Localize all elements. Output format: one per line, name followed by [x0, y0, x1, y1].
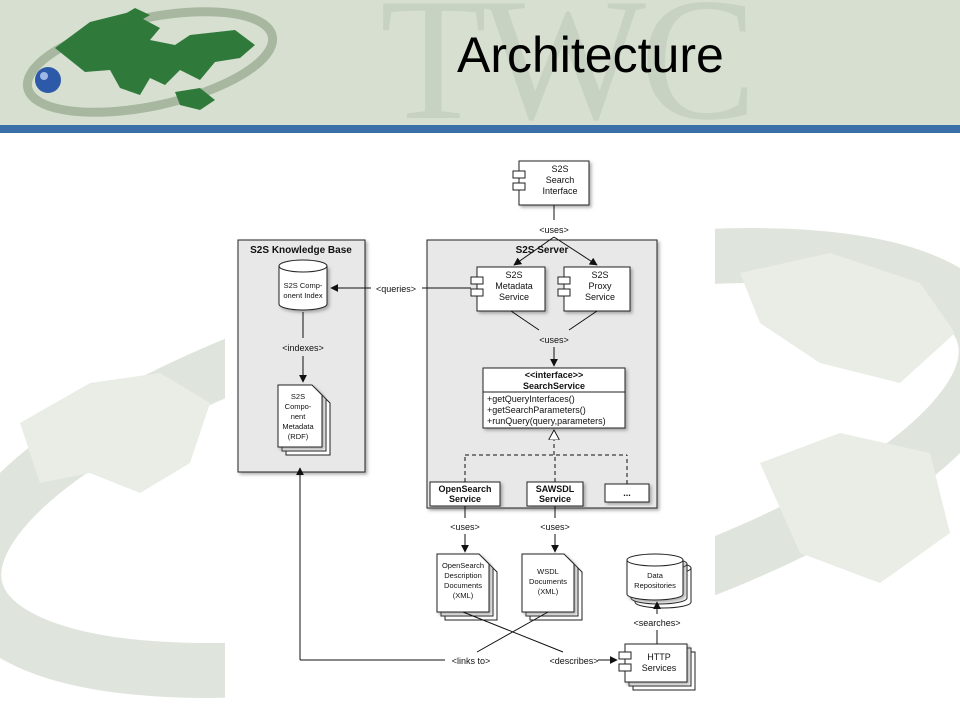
http-services-line-1: HTTP — [647, 652, 671, 662]
component-metadata-line-3: nent — [291, 412, 307, 421]
label-queries: <queries> — [376, 284, 416, 294]
header-rule — [0, 125, 960, 133]
http-services-line-2: Services — [642, 663, 677, 673]
server-title: S2S Server — [516, 245, 569, 256]
more-implementations-class: ... — [604, 483, 650, 503]
opensearch-docs-line-4: (XML) — [453, 591, 474, 600]
component-index-line-1: S2S Comp- — [284, 281, 323, 290]
label-describes: <describes> — [549, 656, 598, 666]
wsdl-docs-line-3: (XML) — [538, 587, 559, 596]
opensearch-docs-line-3: Documents — [444, 581, 482, 590]
edge-uses-mid-left — [510, 310, 540, 331]
sawsdl-service-line-2: Service — [539, 494, 571, 504]
label-uses-opensearch: <uses> — [450, 522, 480, 532]
search-interface-component: S2S Search Interface — [512, 160, 590, 206]
component-index-line-2: onent Index — [283, 291, 322, 300]
label-indexes: <indexes> — [282, 343, 324, 353]
sawsdl-service-line-1: SAWSDL — [536, 484, 575, 494]
data-repositories-line-1: Data — [647, 571, 664, 580]
component-metadata-documents: S2S Compo- nent Metadata (RDF) — [277, 384, 331, 456]
metadata-service-component: S2S Metadata Service — [470, 266, 546, 312]
search-interface-line-2: Search — [546, 175, 575, 185]
wsdl-docs-line-2: Documents — [529, 577, 567, 586]
interface-name: SearchService — [523, 381, 585, 391]
proxy-service-component: S2S Proxy Service — [557, 266, 631, 312]
interface-method-1: +getQueryInterfaces() — [487, 394, 575, 404]
component-metadata-line-5: (RDF) — [288, 432, 309, 441]
label-uses-top: <uses> — [539, 225, 569, 235]
label-uses-sawsdl: <uses> — [540, 522, 570, 532]
component-metadata-line-1: S2S — [291, 392, 305, 401]
metadata-service-line-2: Metadata — [495, 281, 533, 291]
sawsdl-service-class: SAWSDL Service — [526, 481, 584, 507]
component-index-database: S2S Comp- onent Index — [278, 259, 328, 311]
opensearch-docs-line-1: OpenSearch — [442, 561, 484, 570]
edge-wsdl-to-links — [476, 611, 549, 653]
slide-header: TWC Architecture — [0, 0, 960, 125]
opensearch-docs-line-2: Description — [444, 571, 482, 580]
component-metadata-line-2: Compo- — [285, 402, 312, 411]
opensearch-service-line-2: Service — [449, 494, 481, 504]
proxy-service-line-1: S2S — [591, 270, 608, 280]
slide-title: Architecture — [457, 27, 724, 83]
edge-uses-mid-right — [568, 310, 598, 331]
edge-uses-to-metadata — [513, 236, 555, 266]
search-interface-line-1: S2S — [551, 164, 568, 174]
label-links-to: <links to> — [452, 656, 491, 666]
http-services-component: HTTP Services — [618, 643, 696, 691]
proxy-service-line-3: Service — [585, 292, 615, 302]
proxy-service-line-2: Proxy — [588, 281, 612, 291]
knowledge-base-title: S2S Knowledge Base — [250, 245, 352, 256]
twc-watermark: TWC — [380, 0, 757, 125]
label-uses-mid: <uses> — [539, 335, 569, 345]
search-interface-line-3: Interface — [542, 186, 577, 196]
metadata-service-line-1: S2S — [505, 270, 522, 280]
component-metadata-line-4: Metadata — [282, 422, 314, 431]
data-repositories-database: Data Repositories — [626, 553, 692, 609]
wsdl-docs-line-1: WSDL — [537, 567, 559, 576]
opensearch-service-class: OpenSearch Service — [429, 481, 501, 507]
interface-method-2: +getSearchParameters() — [487, 405, 586, 415]
opensearch-documents: OpenSearch Description Documents (XML) — [436, 553, 498, 621]
label-searches: <searches> — [633, 618, 680, 628]
globe-logo-icon — [22, 7, 278, 117]
opensearch-service-line-1: OpenSearch — [438, 484, 491, 494]
interface-stereotype: <<interface>> — [525, 370, 584, 380]
data-repositories-line-2: Repositories — [634, 581, 676, 590]
wsdl-documents: WSDL Documents (XML) — [521, 553, 583, 621]
interface-method-3: +runQuery(query,parameters) — [487, 416, 606, 426]
more-label: ... — [623, 488, 631, 498]
architecture-diagram: S2S Knowledge Base S2S Server S2S Search… — [225, 150, 715, 705]
edges — [296, 205, 661, 664]
edge-uses-to-proxy — [553, 236, 598, 266]
search-service-interface: <<interface>> SearchService +getQueryInt… — [482, 367, 626, 429]
metadata-service-line-3: Service — [499, 292, 529, 302]
